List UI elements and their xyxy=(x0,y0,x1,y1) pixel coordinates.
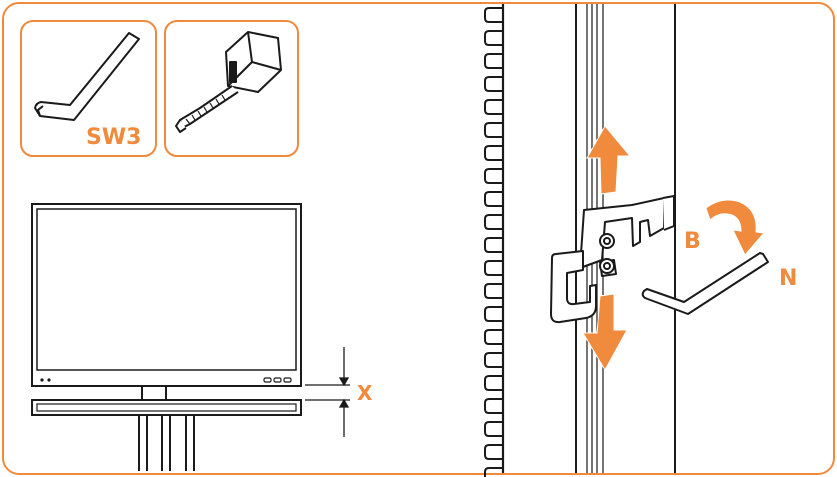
perforated-rail xyxy=(484,4,505,477)
gap-label-x: X xyxy=(357,381,373,405)
rotate-label-b: B xyxy=(684,229,701,254)
bracket-panel: B N xyxy=(484,4,797,477)
rail-notches xyxy=(484,7,503,477)
hex-key-icon xyxy=(34,32,140,121)
tools-panel: SW3 xyxy=(20,20,373,471)
sensor-dot-icon xyxy=(47,378,51,382)
tool-box-tape-measure xyxy=(164,20,299,157)
tool-box-hex-key: SW3 xyxy=(20,20,157,157)
rotate-arrow-icon xyxy=(705,199,765,256)
hex-key-n xyxy=(641,252,769,315)
tool-label-sw3: SW3 xyxy=(86,125,141,150)
power-led-icon xyxy=(40,378,44,382)
hook-bracket xyxy=(550,195,675,324)
tape-measure-icon xyxy=(175,31,282,133)
monitor-buttons xyxy=(263,377,292,383)
down-arrow-icon xyxy=(582,293,628,372)
gap-dimension xyxy=(305,347,350,437)
up-arrow-icon xyxy=(586,125,632,195)
monitor-screen xyxy=(36,208,297,371)
key-label-n: N xyxy=(779,266,797,291)
vertical-channel xyxy=(575,4,676,473)
shelf-bar xyxy=(31,399,302,416)
monitor xyxy=(31,203,302,387)
monitor-stand xyxy=(138,385,195,471)
